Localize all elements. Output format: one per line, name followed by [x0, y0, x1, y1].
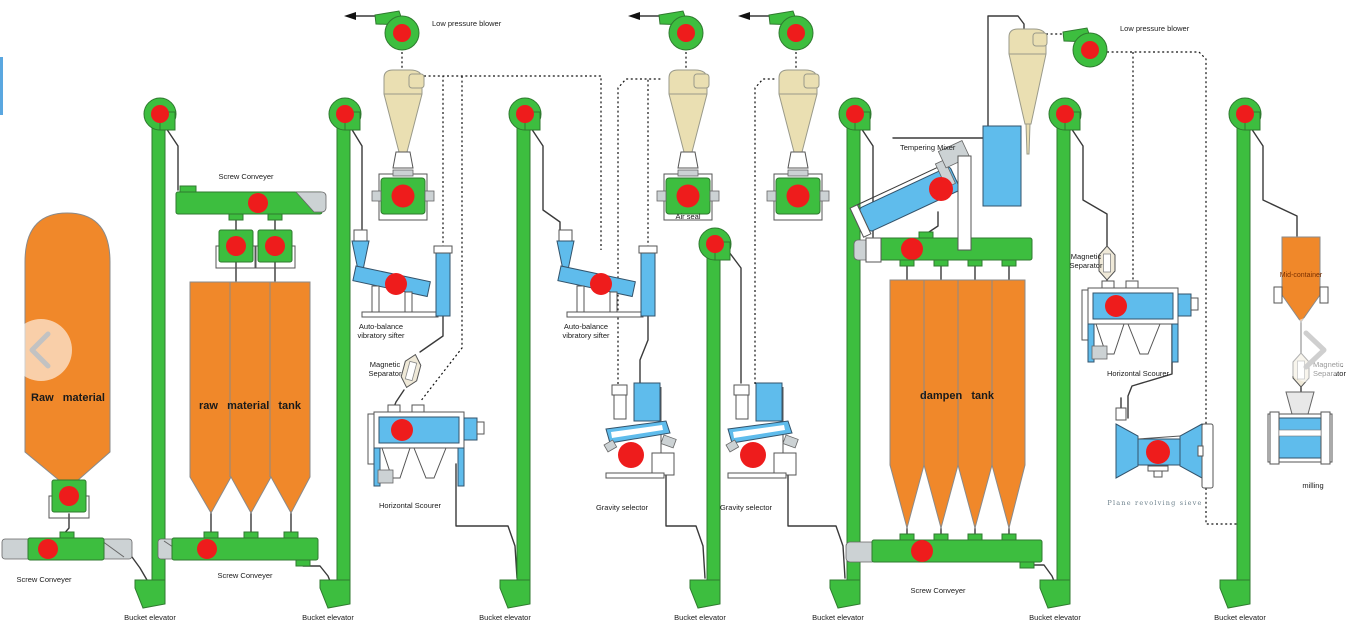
label-gravity-selector-2: Gravity selector — [719, 503, 773, 512]
vibratory-sifter-2 — [556, 229, 658, 318]
aspiration-lines — [401, 33, 1239, 578]
low-pressure-blower-4 — [1062, 27, 1108, 68]
label-bucket-elevator-1: Bucket elevator — [124, 613, 176, 622]
cyclone-4 — [1008, 28, 1048, 155]
label-bucket-elevator-2: Bucket elevator — [302, 613, 354, 622]
label-sifter-2-line1: Auto-balance — [563, 322, 609, 331]
label-screw-conveyer-raw: Screw Conveyer — [16, 575, 72, 584]
label-milling: milling — [1302, 481, 1324, 490]
rotary-feeder-2 — [254, 229, 296, 269]
label-low-pressure-blower-2: Low pressure blower — [1120, 24, 1190, 33]
label-mid-container: Mid-container — [1279, 272, 1323, 279]
label-sifter-2: Auto-balance vibratory sifter — [562, 322, 609, 340]
vibratory-sifter-1 — [351, 229, 453, 318]
cyclone-2 — [668, 69, 710, 169]
label-gravity-selector-1: Gravity selector — [595, 503, 649, 512]
gravity-selector-2 — [725, 382, 799, 479]
carousel-next-button[interactable] — [1280, 317, 1346, 383]
low-pressure-blower-3 — [768, 10, 814, 51]
bucket-elevator-6 — [1039, 97, 1082, 609]
label-air-seal: Air seal — [675, 212, 701, 221]
tempering-mixer — [849, 140, 972, 263]
air-seal-3 — [766, 169, 830, 221]
label-bucket-elevator-6: Bucket elevator — [1029, 613, 1081, 622]
label-sifter-1-line1: Auto-balance — [358, 322, 404, 331]
label-sifter-1-line2: vibratory sifter — [357, 331, 405, 340]
label-screw-conveyer-tank: Screw Conveyer — [217, 571, 273, 580]
carousel-prev-button[interactable] — [10, 319, 72, 381]
roller-mill — [1267, 391, 1333, 465]
label-ms2-line2: Separator — [1069, 261, 1103, 270]
label-bucket-elevator-3: Bucket elevator — [479, 613, 531, 622]
air-seal-1 — [371, 169, 435, 221]
bucket-elevator-3 — [499, 97, 542, 609]
label-bucket-elevator-7: Bucket elevator — [1214, 613, 1266, 622]
gravity-selector-1 — [603, 382, 677, 479]
bucket-elevator-5 — [829, 97, 872, 609]
label-low-pressure-blower-1: Low pressure blower — [432, 19, 502, 28]
label-horizontal-scourer-2: Horizontal Scourer — [1106, 369, 1170, 378]
label-bucket-elevator-5: Bucket elevator — [812, 613, 864, 622]
raw-material-tank — [189, 281, 311, 515]
label-magnetic-separator-1: Magnetic Separator — [369, 360, 402, 378]
low-pressure-blower-1 — [374, 10, 420, 51]
chevron-right-icon — [1303, 330, 1327, 370]
plane-revolving-sieve — [1115, 407, 1203, 479]
dampen-tank — [889, 279, 1026, 530]
airlock-valve — [1197, 423, 1214, 489]
label-raw-material-tank: raw material tank — [199, 400, 301, 412]
horizontal-scourer-1 — [367, 404, 485, 487]
surge-bin — [982, 125, 1022, 207]
label-plane-revolving-sieve: Plane revolving sieve — [1107, 499, 1203, 507]
chevron-left-icon — [29, 331, 51, 369]
edge-artifact — [0, 57, 3, 115]
bucket-elevator-7 — [1219, 97, 1262, 609]
label-ms1-line2: Separator — [368, 369, 402, 378]
cyclone-3 — [778, 69, 820, 169]
bucket-elevator-4 — [689, 227, 732, 609]
label-sifter-2-line2: vibratory sifter — [562, 331, 610, 340]
label-raw-material: Raw material — [31, 392, 105, 404]
label-ms1-line1: Magnetic — [369, 360, 401, 369]
bucket-elevator-1 — [134, 97, 177, 609]
label-horizontal-scourer-1: Horizontal Scourer — [378, 501, 442, 510]
cyclone-1 — [383, 69, 425, 169]
label-magnetic-separator-2: Magnetic Separator — [1070, 252, 1103, 270]
screw-conveyor-tank-out — [157, 531, 319, 567]
rotary-feeder-silo — [48, 479, 90, 519]
label-sifter-1: Auto-balance vibratory sifter — [357, 322, 404, 340]
horizontal-scourer-2 — [1081, 280, 1199, 363]
label-ms2-line1: Magnetic — [1070, 252, 1102, 261]
screw-conveyor-top — [175, 185, 327, 221]
rotary-feeder-1 — [215, 229, 257, 269]
screw-conveyor-dampen-out — [845, 533, 1043, 569]
magnetic-separator-1 — [398, 352, 424, 390]
label-tempering-mixer: Tempering Mixer — [900, 143, 956, 152]
label-screw-conveyer-top: Screw Conveyer — [218, 172, 274, 181]
label-bucket-elevator-4: Bucket elevator — [674, 613, 726, 622]
label-screw-conveyer-dampen: Screw Conveyer — [910, 586, 966, 595]
screw-conveyor-raw-feed — [1, 531, 133, 561]
bucket-elevator-2 — [319, 97, 362, 609]
low-pressure-blower-2 — [658, 10, 704, 51]
mid-container — [1273, 236, 1329, 323]
label-dampen-tank: dampen tank — [920, 390, 994, 402]
